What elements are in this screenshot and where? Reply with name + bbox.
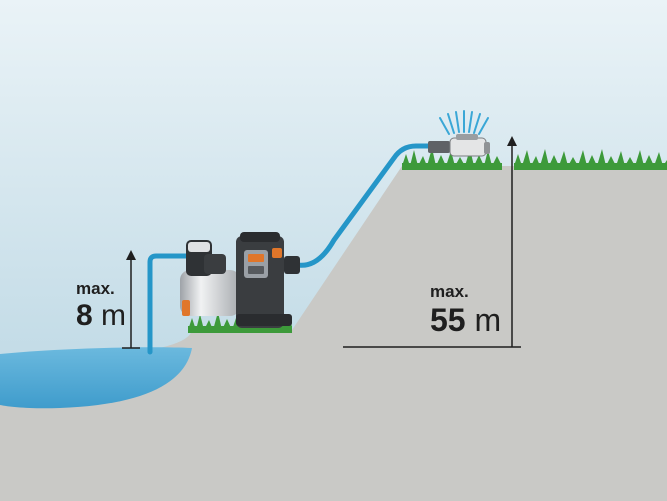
lift-prefix: max. [430,282,469,301]
pump-icon [180,232,300,328]
suction-hose [147,253,189,355]
grass-icon [402,148,502,170]
sprinkler-icon [428,110,490,157]
lift-value: 55 [430,302,466,338]
ground [0,166,667,501]
water-pond [0,347,192,409]
lift-height-label: max. 55 m [430,283,501,336]
grass-icon [514,149,667,170]
pressure-hose [295,143,433,268]
suction-height-arrow [122,250,140,349]
lift-unit: m [474,302,502,338]
suction-unit: m [101,299,127,332]
suction-prefix: max. [76,279,115,298]
suction-value: 8 [76,299,93,332]
suction-height-label: max. 8 m [76,280,126,331]
lift-height-arrow [343,136,521,348]
